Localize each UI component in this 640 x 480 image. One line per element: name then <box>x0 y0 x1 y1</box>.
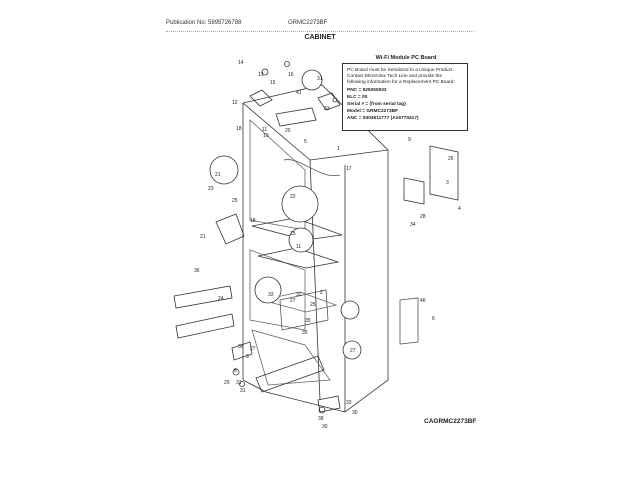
callout-label: 33 <box>346 400 352 406</box>
callout-label: 16 <box>288 72 294 78</box>
callout-label: 21 <box>215 172 221 178</box>
callout-label: 35 <box>302 330 308 336</box>
info-box-title: Wi-Fi Module PC Board <box>375 55 437 61</box>
pc-board-panel <box>429 145 459 201</box>
callout-label: 26 <box>448 156 454 162</box>
callout-label: 31 <box>317 76 323 82</box>
callout-label: 27 <box>350 348 356 354</box>
wifi-board-info-box: Wi-Fi Module PC Board PC Board must be S… <box>342 55 468 131</box>
callout-label: 25 <box>310 302 316 308</box>
callout-label: 41 <box>296 90 302 96</box>
callout-label: 28 <box>420 214 426 220</box>
callout-label: 23 <box>208 186 214 192</box>
model-number: GRMC2273BF <box>288 20 328 26</box>
diagram-code: CAGRMC2273BF <box>424 418 477 425</box>
callout-label: 27 <box>250 346 256 352</box>
callout-label: 31 <box>240 388 246 394</box>
info-elc: ELC = 00 <box>347 95 368 100</box>
publication-number: Publication No: 5995726788 <box>166 20 242 26</box>
callout-label: 27 <box>290 298 296 304</box>
info-model: Model = GRMC2273BF <box>347 109 399 114</box>
callout-label: 5 <box>304 139 307 145</box>
callout-label: 2 <box>320 290 323 296</box>
info-line: following information for a Replacement … <box>347 80 455 85</box>
callout-label: 9 <box>246 354 249 360</box>
detail-circle-31b <box>342 340 362 360</box>
callout-label: 35 <box>305 318 311 324</box>
callout-label: 31 <box>236 380 242 386</box>
detail-circle-33 <box>254 276 282 304</box>
callout-label: 36 <box>194 268 200 274</box>
callout-label: 18 <box>250 218 256 224</box>
detail-circle-25 <box>340 300 360 320</box>
callout-label: 17 <box>346 166 352 172</box>
callout-label: 32 <box>324 106 330 112</box>
callout-label: 11 <box>296 244 301 250</box>
callout-label: 20 <box>285 128 291 134</box>
callout-label: 12 <box>232 100 238 106</box>
callout-label: 19 <box>263 133 269 139</box>
callout-label: 38 <box>318 416 324 422</box>
callout-label: 13 <box>258 72 264 78</box>
callout-label: 25 <box>232 198 238 204</box>
detail-circle-22 <box>281 185 319 223</box>
info-pnc: PNC = 925050633 <box>347 88 387 93</box>
callout-label: 3 <box>446 180 449 186</box>
detail-circle-31 <box>301 69 323 91</box>
callout-label: 29 <box>224 380 230 386</box>
callout-label: 24 <box>218 296 224 302</box>
callout-label: 36 <box>238 344 244 350</box>
page-title: CABINET <box>304 34 336 41</box>
callout-label: 34 <box>410 222 416 228</box>
callout-label: 6 <box>432 316 435 322</box>
callout-label: 30 <box>352 410 358 416</box>
cabinet-shell <box>242 84 389 413</box>
callout-label: 33 <box>268 292 274 298</box>
callout-label: 4 <box>458 206 461 212</box>
callout-label: 8 <box>234 368 237 374</box>
callout-label: 46 <box>420 298 426 304</box>
callout-label: 21 <box>200 234 206 240</box>
info-line: PC Board must be Serialized to a Unique … <box>347 68 454 73</box>
info-anc: ANC = 5304511777 (A16770417) <box>347 116 419 121</box>
callout-label: 15 <box>290 231 296 237</box>
header-divider <box>166 31 474 32</box>
callout-label: 30 <box>322 424 328 430</box>
callout-label: 14 <box>238 60 244 66</box>
callout-label: 18 <box>236 126 242 132</box>
detail-circle-18 <box>209 155 239 185</box>
callout-label: 9 <box>408 137 411 143</box>
detail-circle-11 <box>288 227 314 253</box>
info-serial: Serial # = (from serial tag) <box>347 102 406 107</box>
callout-label: 1 <box>337 146 340 152</box>
info-line: Contact Electrolux Tech Line and provide… <box>347 74 443 79</box>
callout-label: 15 <box>270 80 276 86</box>
callout-label: 22 <box>290 194 296 200</box>
callout-label: 11 <box>262 127 267 133</box>
callout-label: 32 <box>296 292 302 298</box>
